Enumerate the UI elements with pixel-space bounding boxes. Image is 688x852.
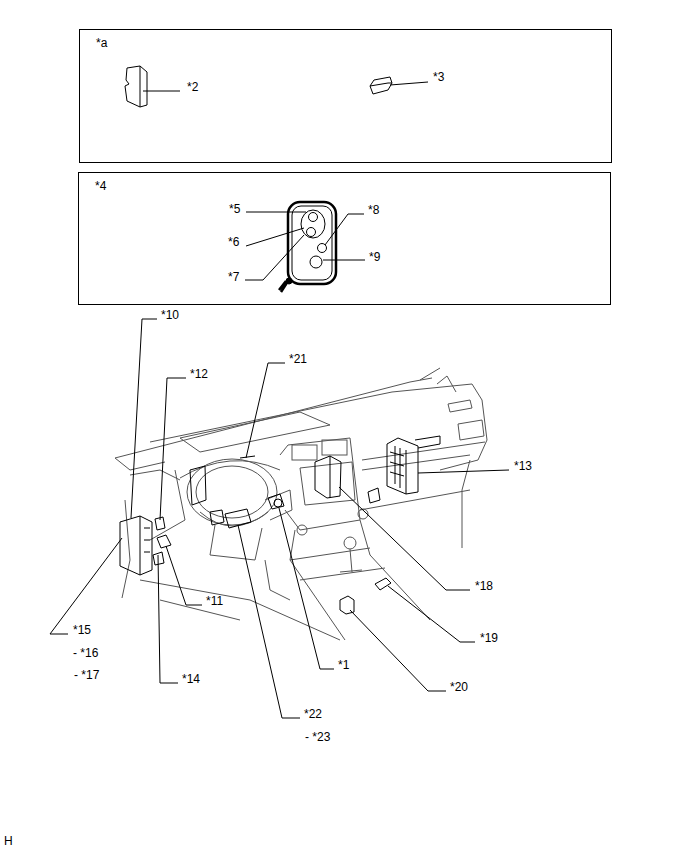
group-label: *a: [96, 36, 107, 50]
callout-number: *7: [228, 270, 239, 284]
callout-number: *15: [73, 623, 91, 637]
callout-number: *20: [450, 680, 468, 694]
callout-number: - *17: [74, 668, 99, 682]
callout-number: *1: [338, 658, 349, 672]
component-3: [370, 77, 392, 94]
component-2: [125, 66, 147, 107]
callout-number: *21: [289, 352, 307, 366]
callout-number: *22: [304, 707, 322, 721]
callout-number: H: [4, 834, 13, 848]
callout-number: *10: [161, 308, 179, 322]
smart-key: [279, 202, 336, 292]
callout-number: *2: [187, 80, 198, 94]
callout-number: - *16: [73, 646, 98, 660]
callout-number: *18: [475, 579, 493, 593]
callout-number: *9: [369, 250, 380, 264]
dashboard: [115, 368, 487, 640]
group-box: *4: [78, 172, 611, 305]
callout-number: - *23: [305, 730, 330, 744]
callout-number: *6: [228, 235, 239, 249]
callout-number: *3: [433, 70, 444, 84]
callout-number: *8: [368, 203, 379, 217]
callout-number: *13: [514, 459, 532, 473]
callout-number: *11: [206, 594, 223, 608]
components: [120, 436, 440, 614]
callout-number: *12: [190, 367, 208, 381]
group-label: *4: [95, 179, 106, 193]
callout-number: *14: [182, 672, 200, 686]
group-box: *a: [79, 29, 612, 163]
callout-number: *5: [229, 202, 240, 216]
callout-number: *19: [480, 631, 498, 645]
